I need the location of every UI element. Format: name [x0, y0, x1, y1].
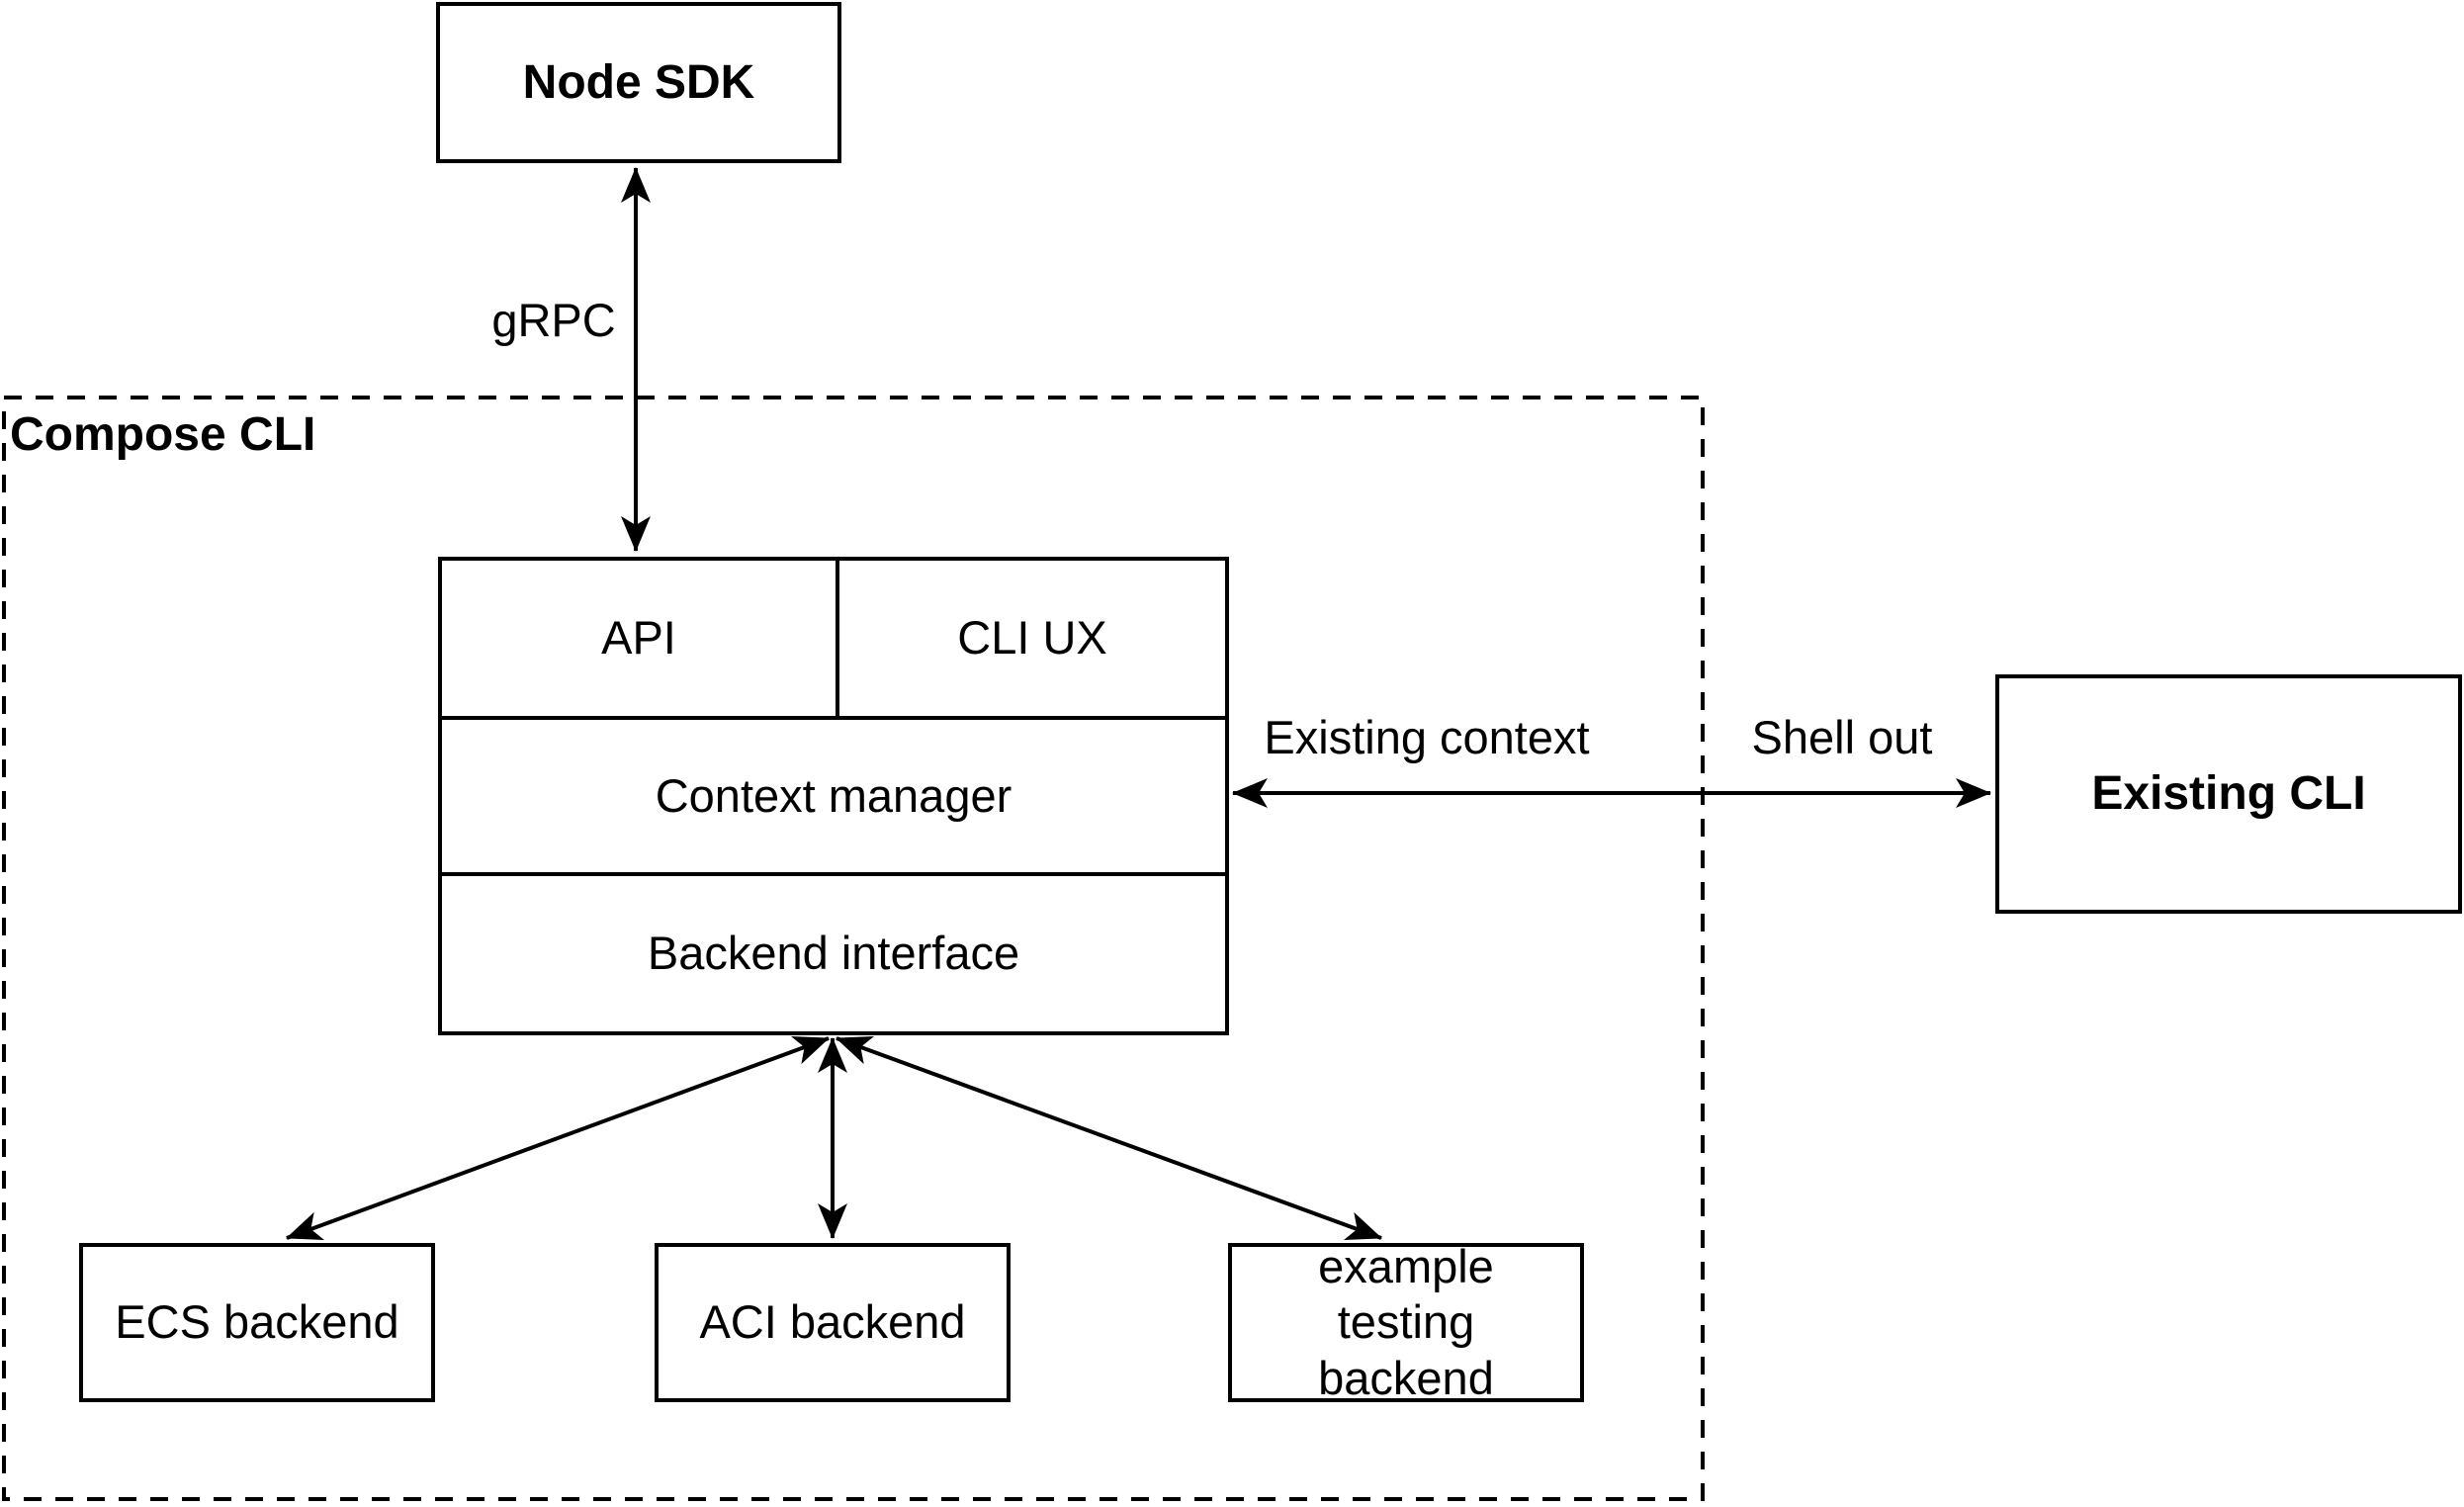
api-cell: API — [442, 561, 836, 716]
example-testing-backend-label: example testing backend — [1318, 1239, 1494, 1404]
ecs-backend-box: ECS backend — [79, 1243, 435, 1402]
context-manager-label: Context manager — [655, 768, 1012, 822]
backend-interface-cell: Backend interface — [442, 876, 1225, 1031]
node-sdk-box: Node SDK — [436, 2, 841, 163]
ecs-backend-label: ECS backend — [115, 1295, 399, 1349]
existing-cli-label: Existing CLI — [2091, 767, 2366, 821]
compose-cli-group-label: Compose CLI — [10, 408, 316, 461]
ecs-arrow — [286, 1036, 830, 1240]
api-cliux-divider — [836, 561, 839, 716]
aci-backend-label: ACI backend — [699, 1295, 966, 1349]
cli-ux-cell: CLI UX — [839, 561, 1225, 716]
existing-context-edge-label: Existing context — [1264, 711, 1590, 763]
example-testing-backend-box: example testing backend — [1228, 1240, 1584, 1404]
api-label: API — [601, 611, 676, 665]
compose-stack-inner: API CLI UX Context manager Backend inter… — [442, 561, 1225, 1031]
aci-backend-box: ACI backend — [655, 1243, 1011, 1402]
grpc-edge-label: gRPC — [491, 294, 616, 346]
example-arrow — [836, 1035, 1382, 1241]
backend-interface-label: Backend interface — [647, 927, 1020, 980]
shell-out-edge-label: Shell out — [1751, 711, 1933, 763]
cli-ux-label: CLI UX — [957, 611, 1107, 665]
row-divider-1 — [442, 716, 1225, 720]
row-divider-2 — [442, 872, 1225, 876]
context-manager-cell: Context manager — [442, 720, 1225, 872]
node-sdk-label: Node SDK — [522, 55, 755, 109]
existing-cli-box: Existing CLI — [1995, 674, 2462, 914]
compose-stack-box: API CLI UX Context manager Backend inter… — [438, 557, 1229, 1035]
compose-cli-group-border — [2, 396, 1705, 1501]
